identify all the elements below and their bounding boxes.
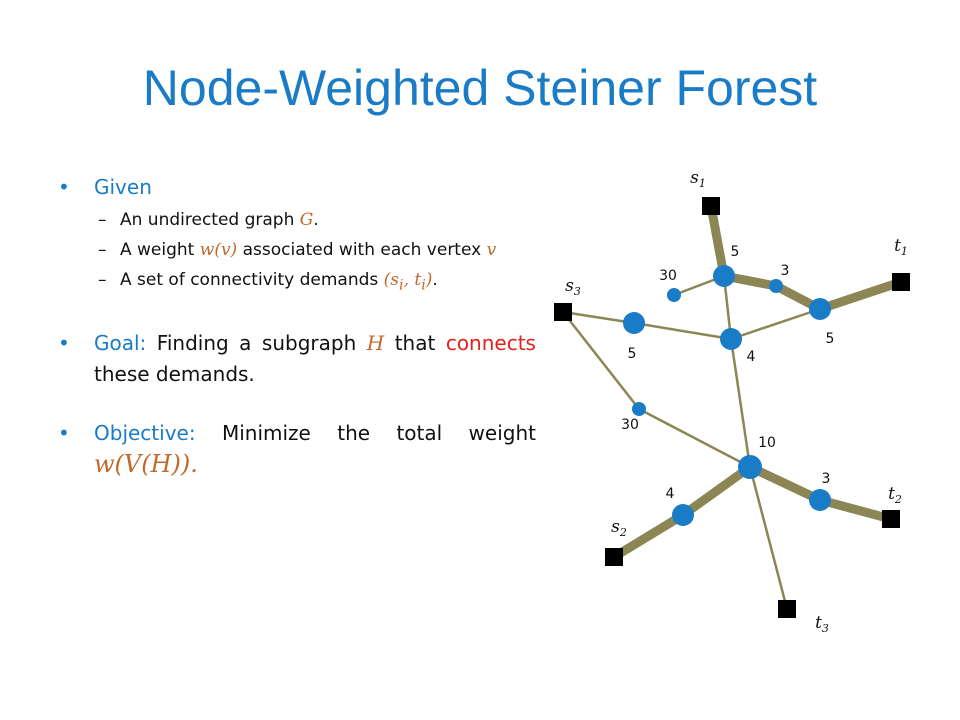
- dash-icon: –: [98, 240, 107, 260]
- edge-s3-g: [561, 310, 641, 411]
- node-weight-g: 30: [621, 417, 639, 433]
- terminal-label-t3: t3: [815, 613, 829, 635]
- edge-i-s2: [609, 510, 688, 562]
- edge-f-h: [729, 337, 752, 469]
- bullet-dot-icon: •: [58, 175, 70, 199]
- dash-icon: –: [98, 210, 107, 230]
- terminal-s1: [702, 197, 720, 215]
- node-weight-h: 10: [758, 435, 776, 451]
- node-j: [809, 489, 831, 511]
- edge-h-i: [678, 462, 755, 520]
- node-c: [809, 298, 831, 320]
- edge-e-f: [632, 321, 733, 341]
- terminal-t2: [882, 510, 900, 528]
- terminal-s2: [605, 548, 623, 566]
- edge-s3-e: [561, 310, 636, 325]
- edge-g-h: [637, 407, 752, 469]
- slide-title: Node-Weighted Steiner Forest: [142, 60, 818, 116]
- terminal-label-s3: s3: [565, 276, 581, 298]
- terminal-label-s2: s2: [611, 517, 627, 539]
- dash-icon: –: [98, 270, 107, 290]
- edge-c-t1: [815, 277, 906, 314]
- node-weight-a: 5: [731, 244, 740, 260]
- given-item-weight: – A weight w(v) associated with each ver…: [58, 237, 536, 263]
- node-weight-d: 30: [659, 268, 677, 284]
- labels-layer: 5 3 5 30 5 4 30 10 4 3 s1 t1 s3 s2 t2 t3: [565, 168, 908, 635]
- given-item-graph: – An undirected graph G.: [58, 207, 536, 233]
- slide-body: • Given – An undirected graph G. – A wei…: [58, 172, 536, 481]
- node-d: [667, 288, 681, 302]
- node-a: [713, 265, 735, 287]
- terminal-label-t2: t2: [888, 484, 902, 506]
- terminal-s3: [554, 303, 572, 321]
- bullet-dot-icon: •: [58, 421, 70, 446]
- terminal-t3: [778, 600, 796, 618]
- node-weight-j: 3: [822, 471, 831, 487]
- node-h: [738, 455, 762, 479]
- node-weight-b: 3: [781, 263, 790, 279]
- node-weight-i: 4: [666, 486, 675, 502]
- edge-h-t3: [748, 465, 789, 611]
- node-f: [720, 328, 742, 350]
- nodes-layer: [554, 197, 910, 618]
- node-g: [632, 402, 646, 416]
- bullet-dot-icon: •: [58, 331, 70, 356]
- node-i: [672, 504, 694, 526]
- given-label: Given: [94, 175, 152, 199]
- edge-j-t2: [815, 495, 896, 524]
- edge-h-j: [745, 462, 825, 505]
- bullet-goal: • Goal: Finding a subgraph H that connec…: [58, 328, 536, 390]
- terminal-t1: [892, 273, 910, 291]
- node-weight-c: 5: [826, 331, 835, 347]
- bullet-given: • Given: [58, 172, 536, 203]
- terminal-label-s1: s1: [690, 168, 706, 190]
- edge-s1-a: [706, 201, 729, 281]
- terminal-label-t1: t1: [894, 236, 908, 258]
- bullet-objective: • Objective: Minimize the total weight w…: [58, 418, 536, 481]
- node-b: [769, 279, 783, 293]
- node-weight-f: 4: [747, 349, 756, 365]
- given-item-demands: – A set of connectivity demands (si, ti)…: [58, 267, 536, 298]
- node-e: [623, 312, 645, 334]
- edge-f-c: [729, 307, 822, 341]
- node-weight-e: 5: [628, 346, 637, 362]
